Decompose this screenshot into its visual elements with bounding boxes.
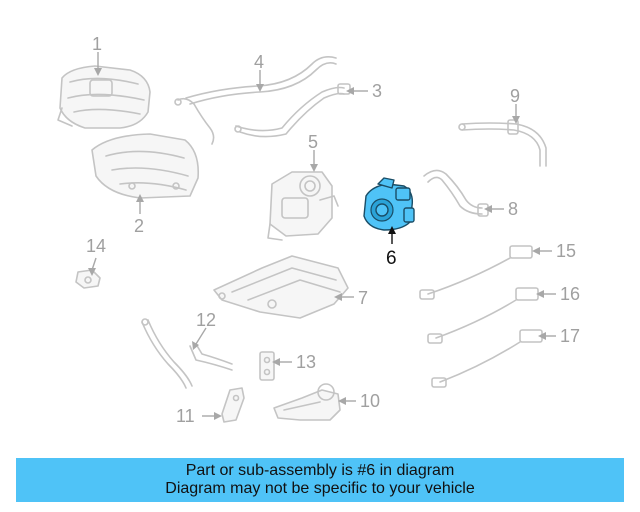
- callout-11: 11: [176, 406, 195, 426]
- callout-17: 17: [560, 326, 580, 346]
- callout-9: 9: [510, 86, 520, 106]
- part-3-fitting: [337, 83, 351, 95]
- part-10-mount: [273, 383, 341, 421]
- callout-12: 12: [196, 310, 216, 330]
- callout-1: 1: [92, 34, 102, 54]
- callout-8: 8: [508, 199, 518, 219]
- callout-14: 14: [86, 236, 106, 256]
- callout-15: 15: [556, 241, 576, 261]
- part-16-sensor: [427, 287, 539, 344]
- part-5-assembly: [267, 171, 339, 241]
- part-11-bracket: [221, 387, 245, 423]
- callout-13: 13: [296, 352, 316, 372]
- part-15-sensor: [419, 245, 533, 300]
- part-12-pipe: [141, 318, 233, 389]
- part-13-bracket: [259, 351, 275, 381]
- callout-10: 10: [360, 391, 380, 411]
- callout-6: 6: [386, 248, 397, 269]
- callout-3: 3: [372, 81, 382, 101]
- part-7-shield: [213, 255, 349, 319]
- callout-5: 5: [308, 132, 318, 152]
- callout-7: 7: [358, 288, 368, 308]
- callout-4: 4: [254, 52, 264, 72]
- part-9-hose: [458, 119, 547, 167]
- callout-2: 2: [134, 216, 144, 236]
- part-8-hose: [423, 169, 489, 217]
- part-4-hose: [174, 56, 345, 145]
- part-17-sensor: [431, 329, 543, 388]
- callout-16: 16: [560, 284, 580, 304]
- parts-diagram: 1 2 4 3 9: [57, 34, 580, 426]
- info-banner: Part or sub-assembly is #6 in diagram Di…: [16, 458, 624, 502]
- part-14-clip: [75, 269, 101, 289]
- part-6-highlighted-pump[interactable]: [363, 177, 415, 231]
- part-2-shield: [91, 133, 200, 199]
- part-1-housing: [57, 65, 151, 129]
- banner-line-2: Diagram may not be specific to your vehi…: [165, 480, 475, 497]
- banner-line-1: Part or sub-assembly is #6 in diagram: [185, 462, 455, 479]
